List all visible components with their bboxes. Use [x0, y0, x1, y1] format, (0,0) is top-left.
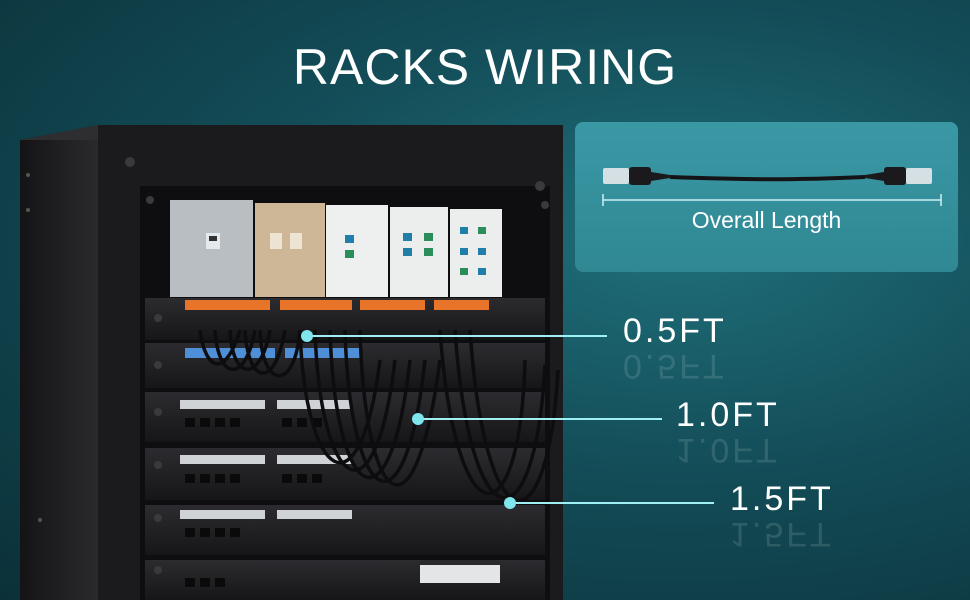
length-label-1-5ft: 1.5FT: [730, 480, 834, 518]
page-title: RACKS WIRING: [292, 39, 678, 95]
leader-dot-1-5ft: [504, 497, 516, 509]
leader-dot-0-5ft: [301, 330, 313, 342]
faceplate-white-6: [450, 209, 502, 297]
length-leader-lines: [307, 335, 714, 504]
length-reflection-1-5ft: 1.5FT: [730, 515, 834, 553]
faceplate-white-4: [390, 207, 448, 297]
length-label-1-0ft: 1.0FT: [676, 396, 780, 434]
rack-side-panel: [20, 125, 98, 600]
length-reflection-1-0ft: 1.0FT: [676, 431, 780, 469]
keystone-faceplates: [170, 200, 502, 297]
faceplate-white-2: [326, 205, 388, 297]
cable-length-card: Overall Length: [575, 122, 958, 272]
faceplate-beige: [255, 203, 325, 297]
length-reflection-0-5ft: 0.5FT: [623, 347, 727, 385]
length-label-0-5ft: 0.5FT: [623, 312, 727, 350]
overall-length-label: Overall Length: [691, 207, 842, 233]
ethernet-cable-icon: [602, 167, 942, 206]
leader-dot-1-0ft: [412, 413, 424, 425]
patch-panels: [145, 298, 545, 600]
